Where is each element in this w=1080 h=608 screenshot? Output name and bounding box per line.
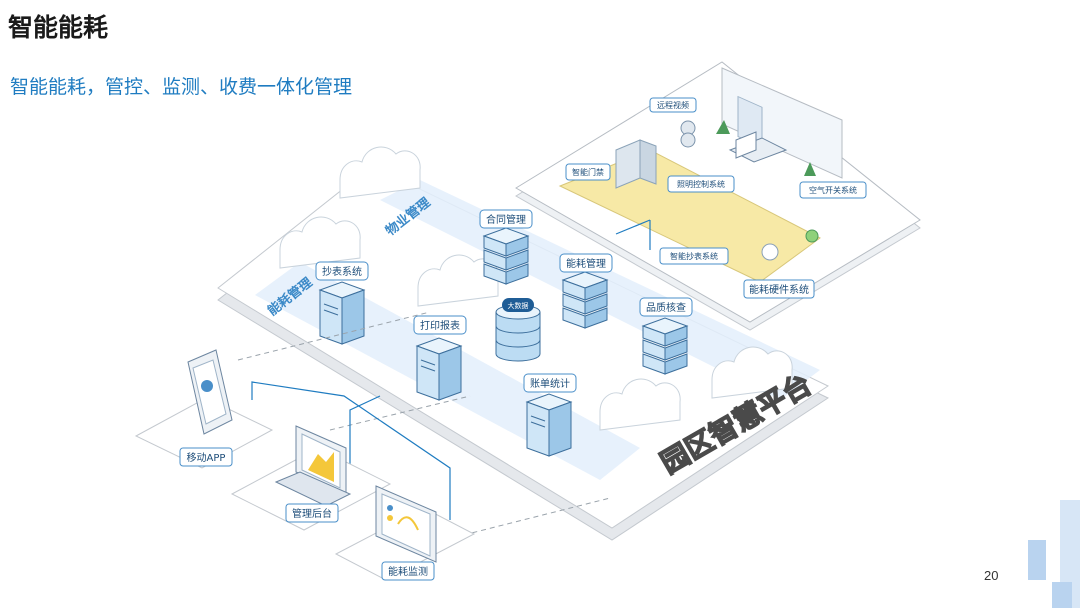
label-air-switch: 空气开关系统	[799, 181, 867, 199]
svg-text:能耗硬件系统: 能耗硬件系统	[749, 283, 809, 296]
svg-text:品质核查: 品质核查	[646, 301, 686, 314]
label-mobile-app: 移动APP	[179, 447, 233, 467]
svg-text:智能抄表系统: 智能抄表系统	[670, 251, 718, 261]
svg-text:空气开关系统: 空气开关系统	[809, 185, 857, 195]
page-subtitle: 智能能耗，管控、监测、收费一体化管理	[10, 76, 353, 98]
page-title: 智能能耗	[8, 13, 109, 42]
terminal-admin	[230, 425, 392, 531]
terminal-monitor	[334, 485, 476, 581]
database-icon: 大数据	[495, 298, 541, 362]
node-billing: 账单统计	[523, 373, 577, 393]
label-admin-backend: 管理后台	[285, 503, 339, 523]
node-contract: 合同管理	[479, 209, 533, 229]
label-smart-meter: 智能抄表系统	[659, 247, 729, 265]
node-energy-management: 能耗管理	[559, 253, 613, 273]
label-lighting: 照明控制系统	[667, 175, 735, 193]
node-meter-system: 抄表系统	[315, 261, 369, 281]
svg-text:打印报表: 打印报表	[420, 319, 460, 332]
label-remote-video: 远程视频	[649, 97, 697, 113]
svg-text:智能门禁: 智能门禁	[572, 167, 604, 177]
server-icon	[526, 393, 572, 457]
server-stack-icon	[562, 271, 608, 329]
svg-text:能耗管理: 能耗管理	[566, 257, 606, 270]
node-print-report: 打印报表	[413, 315, 467, 335]
svg-text:管理后台: 管理后台	[292, 507, 332, 520]
node-quality: 品质核查	[639, 297, 693, 317]
svg-text:移动APP: 移动APP	[187, 451, 226, 464]
label-hardware: 能耗硬件系统	[743, 279, 815, 299]
label-smart-door: 智能门禁	[565, 163, 611, 181]
server-icon	[416, 337, 462, 401]
corner-decoration	[1028, 500, 1080, 608]
server-icon	[319, 281, 365, 345]
svg-text:账单统计: 账单统计	[530, 377, 570, 390]
page-number: 20	[984, 568, 999, 583]
label-energy-monitor: 能耗监测	[381, 561, 435, 581]
big-data-label: 大数据	[508, 301, 529, 310]
svg-text:照明控制系统: 照明控制系统	[677, 179, 725, 189]
connection-lines	[237, 311, 611, 547]
svg-text:远程视频: 远程视频	[657, 100, 689, 110]
svg-text:合同管理: 合同管理	[486, 213, 526, 226]
terminal-mobile	[134, 349, 274, 469]
server-stack-icon	[483, 227, 529, 285]
svg-text:抄表系统: 抄表系统	[322, 265, 362, 278]
server-stack-icon	[642, 317, 688, 375]
svg-text:能耗监测: 能耗监测	[388, 565, 428, 578]
